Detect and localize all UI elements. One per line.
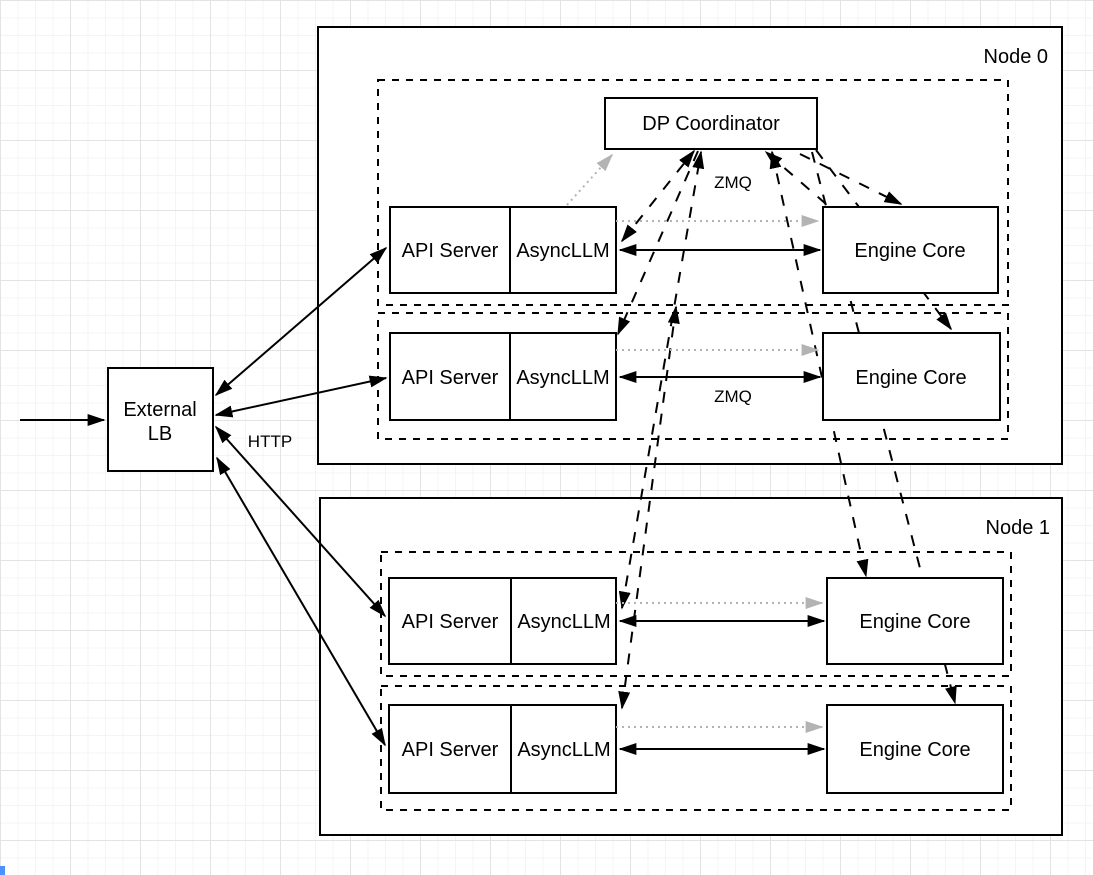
http-label: HTTP <box>248 432 292 451</box>
zmq-label-upper: ZMQ <box>714 173 752 192</box>
node-1-label: Node 1 <box>986 517 1051 539</box>
node0-rank0-api-asyncllm: API Server AsyncLLM <box>389 206 617 294</box>
dp-coordinator-box <box>604 97 818 150</box>
arrow-coord-to-n0r0-engine <box>799 153 903 205</box>
engine-core-label: Engine Core <box>854 240 965 262</box>
arrow-lb-n0r1-api <box>214 375 388 418</box>
dp-coordinator-label: DP Coordinator <box>642 113 780 135</box>
zmq-label-lower: ZMQ <box>714 387 752 406</box>
asyncllm-label: AsyncLLM <box>517 739 610 761</box>
external-lb-label-line1: External <box>123 399 196 421</box>
node-0-label: Node 0 <box>984 46 1049 68</box>
api-server-label: API Server <box>402 240 499 262</box>
node1-rank0-api-asyncllm: API Server AsyncLLM <box>388 577 617 665</box>
external-lb-label-line2: LB <box>148 423 172 445</box>
arrow-lb-n1r1-api <box>216 456 386 747</box>
node0-rank1-engine-core: Engine Core <box>822 332 1001 421</box>
node0-rank1-api-asyncllm: API Server AsyncLLM <box>389 332 617 421</box>
node1-rank1-api-asyncllm: API Server AsyncLLM <box>388 704 617 794</box>
asyncllm-label: AsyncLLM <box>516 240 609 262</box>
engine-core-box <box>826 704 1004 794</box>
engine-core-label: Engine Core <box>859 739 970 761</box>
canvas-corner-accent <box>0 866 5 875</box>
external-lb: External LB <box>107 367 214 472</box>
asyncllm-label: AsyncLLM <box>517 611 610 633</box>
node0-rank0-group-box <box>377 79 1009 306</box>
arrow-coord-n0r0-asyncllm <box>621 149 695 243</box>
asyncllm-label: AsyncLLM <box>516 367 609 389</box>
external-lb-box <box>107 367 214 472</box>
node1-rank1-engine-core: Engine Core <box>826 704 1004 794</box>
node0-rank0-engine-core: Engine Core <box>822 206 999 294</box>
api-asyncllm-box <box>388 704 617 794</box>
engine-core-box <box>822 206 999 294</box>
arrow-lb-n0r0-api <box>214 246 388 397</box>
engine-core-box <box>822 332 1001 421</box>
arrow-coord-n1r0-engine <box>769 150 869 578</box>
arrow-n0r0-engine-to-coord <box>764 150 827 205</box>
api-asyncllm-box <box>389 332 617 421</box>
api-asyncllm-box <box>388 577 617 665</box>
api-server-label: API Server <box>402 367 499 389</box>
engine-core-box <box>826 577 1004 665</box>
api-asyncllm-box <box>389 206 617 294</box>
api-server-label: API Server <box>402 611 499 633</box>
node1-rank1-group-box <box>380 685 1012 811</box>
engine-core-label: Engine Core <box>855 367 966 389</box>
dp-coordinator: DP Coordinator <box>604 97 818 150</box>
engine-core-label: Engine Core <box>859 611 970 633</box>
node1-rank0-engine-core: Engine Core <box>826 577 1004 665</box>
api-server-label: API Server <box>402 739 499 761</box>
